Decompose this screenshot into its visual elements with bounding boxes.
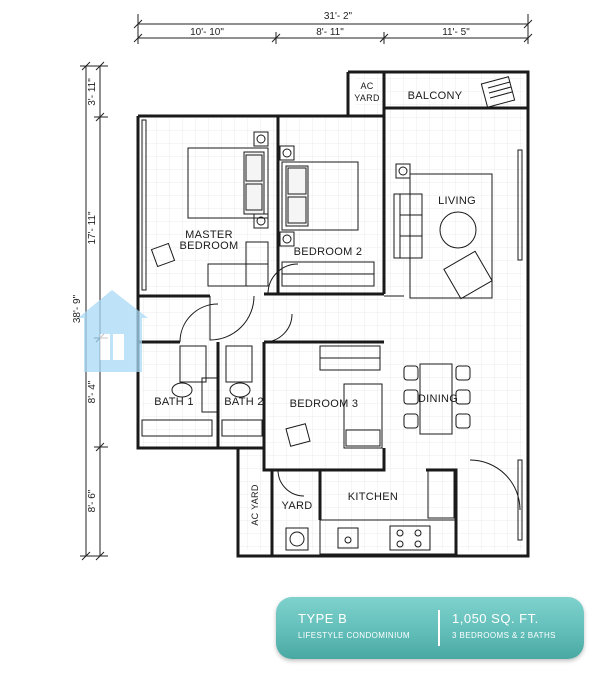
kitchen-label: KITCHEN <box>348 491 398 503</box>
unit-type-block: TYPE B LIFESTYLE CONDOMINIUM <box>298 611 410 640</box>
bath-fixtures <box>141 345 263 437</box>
bath2-label: BATH 2 <box>224 396 264 408</box>
depth-label-4: 8'- 6" <box>87 489 98 512</box>
balcony-label: BALCONY <box>408 90 463 102</box>
floor-tiles <box>142 72 524 550</box>
ac-yard-top-label: AC <box>360 81 373 91</box>
walls <box>136 70 530 558</box>
master-bed <box>150 131 269 287</box>
yard-label: YARD <box>282 500 313 512</box>
unit-type: TYPE B <box>298 611 348 626</box>
unit-area: 1,050 SQ. FT. <box>452 611 539 626</box>
dining-set <box>403 363 471 435</box>
unit-rooms: 3 BEDROOMS & 2 BATHS <box>452 631 556 640</box>
living-label: LIVING <box>438 195 476 207</box>
unit-subtitle: LIFESTYLE CONDOMINIUM <box>298 631 410 640</box>
width-label-1: 10'- 10" <box>190 27 224 38</box>
dining-label: DINING <box>418 393 458 405</box>
top-dimensions <box>133 14 533 44</box>
width-label-2: 8'- 11" <box>316 27 344 38</box>
bedroom2-label: BEDROOM 2 <box>294 246 363 258</box>
doors <box>179 263 521 511</box>
balcony-chair <box>480 76 516 108</box>
house-watermark-icon <box>78 290 148 372</box>
ac-yard-bottom-label: AC YARD <box>250 484 260 525</box>
master-bedroom-label: MASTER <box>185 229 233 241</box>
bedroom3-label: BEDROOM 3 <box>290 398 359 410</box>
master-bedroom-label-2: BEDROOM <box>180 240 239 252</box>
kitchen-fixtures <box>285 469 457 555</box>
depth-label-1: 3'- 11" <box>87 78 98 106</box>
unit-info-panel: TYPE B LIFESTYLE CONDOMINIUM 1,050 SQ. F… <box>276 597 584 659</box>
overall-width-label: 31'- 2" <box>324 11 353 22</box>
ac-yard-top-label-2: YARD <box>354 93 380 103</box>
width-label-3: 11'- 5" <box>442 27 470 38</box>
thin-walls <box>141 119 523 541</box>
bedroom2-bed <box>279 145 375 287</box>
overall-depth-label: 38'- 9" <box>72 294 83 323</box>
bedroom3-furniture <box>285 345 383 449</box>
depth-label-3: 8'- 4" <box>87 380 98 403</box>
bath1-label: BATH 1 <box>154 396 194 408</box>
unit-area-block: 1,050 SQ. FT. 3 BEDROOMS & 2 BATHS <box>452 611 556 640</box>
panel-divider <box>438 610 440 646</box>
living-furniture <box>393 163 493 300</box>
depth-label-2: 17'- 11" <box>87 211 98 245</box>
